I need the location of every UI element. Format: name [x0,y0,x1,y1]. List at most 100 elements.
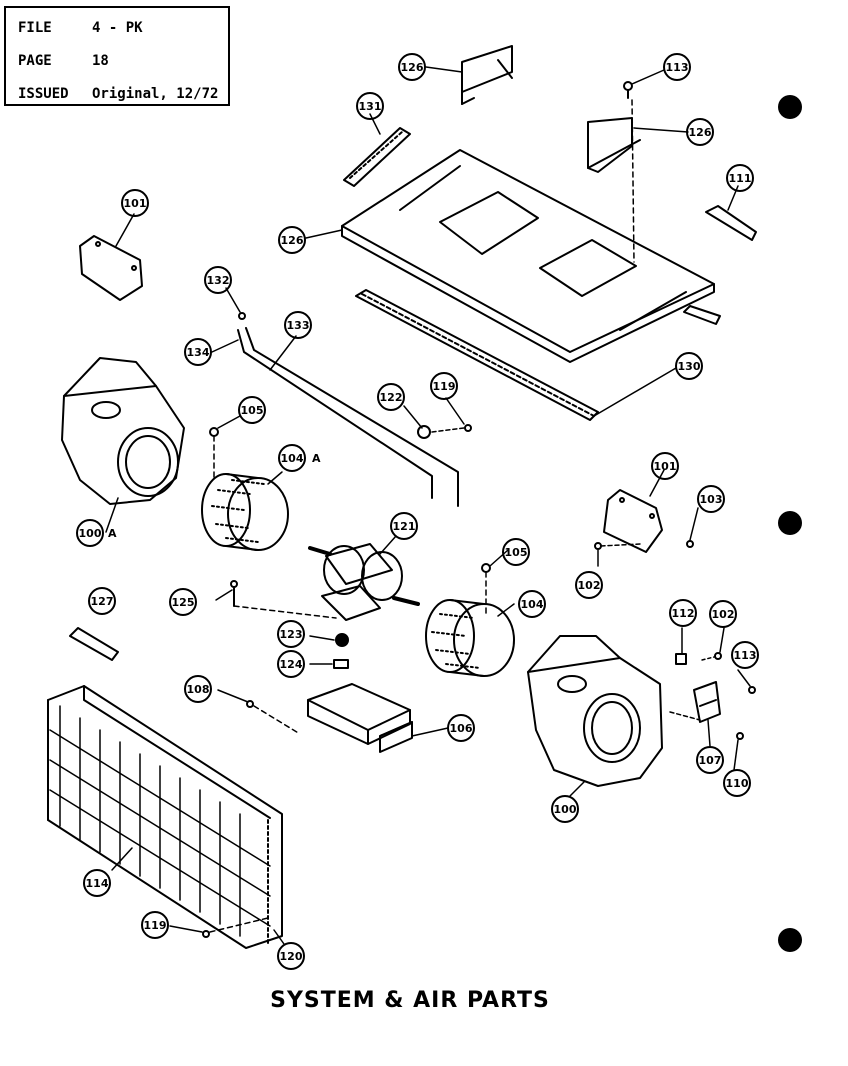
part-blower-wheel-104 [425,563,515,677]
part-motor-121 [308,543,420,621]
svg-text:126: 126 [401,61,424,74]
part-grommet-123-124 [333,633,349,669]
callout-133: 133 [284,311,312,339]
part-blower-wheel-104a [201,427,289,551]
callout-112: 112 [669,599,697,627]
callout-127: 127 [88,587,116,615]
part-screw-113-top [623,81,635,263]
callout-108: 108 [184,675,212,703]
callout-105-right: 105 [502,538,530,566]
svg-text:132: 132 [207,274,230,287]
callout-123: 123 [277,620,305,648]
svg-text:100: 100 [79,527,102,540]
svg-text:101: 101 [654,460,677,473]
callout-134: 134 [184,338,212,366]
part-clip-122 [417,424,472,439]
svg-text:105: 105 [241,404,264,417]
part-blower-housing-100 [527,635,663,787]
callout-113-right: 113 [731,641,759,669]
part-strip-130 [355,289,721,421]
callout-105-left: 105 [238,396,266,424]
diagram-caption: SYSTEM & AIR PARTS [270,988,550,1013]
callout-114: 114 [83,869,111,897]
part-bracket-126-right [587,117,641,173]
svg-text:119: 119 [144,919,167,932]
svg-text:A: A [312,452,321,465]
svg-text:126: 126 [689,126,712,139]
binder-hole-bottom [778,928,802,952]
svg-text:114: 114 [86,877,109,890]
svg-text:A: A [108,527,117,540]
svg-text:134: 134 [187,346,210,359]
svg-text:126: 126 [281,234,304,247]
svg-text:101: 101 [124,197,147,210]
callout-101-right: 101 [651,452,679,480]
svg-text:110: 110 [726,777,749,790]
part-bar-111 [705,205,757,241]
svg-text:131: 131 [359,100,382,113]
part-rod-133-134 [237,312,459,507]
callout-100a: 100 A [76,519,117,547]
svg-text:130: 130 [678,360,701,373]
svg-text:123: 123 [280,628,303,641]
svg-text:107: 107 [699,754,722,767]
callout-119-top: 119 [430,372,458,400]
callout-121: 121 [390,512,418,540]
callout-104a: 104 A [278,444,321,472]
callout-113-top: 113 [663,53,691,81]
callout-120: 120 [277,942,305,970]
svg-text:133: 133 [287,319,310,332]
svg-text:104: 104 [281,452,304,465]
part-plate-101-left [79,235,143,301]
svg-text:111: 111 [729,172,752,185]
callout-106: 106 [447,714,475,742]
callout-104: 104 [518,590,546,618]
callout-125: 125 [169,588,197,616]
part-panel-126 [341,149,715,363]
svg-text:122: 122 [380,391,403,404]
callout-124: 124 [277,650,305,678]
issued-label: ISSUED [18,86,69,102]
file-info-box: FILE 4 - PK PAGE 18 ISSUED Original, 12/… [4,6,230,106]
callout-103: 103 [697,485,725,513]
issued-value: Original, 12/72 [92,86,219,102]
callouts: 126 113 131 126 111 101 126 132 133 134 … [76,53,759,970]
svg-text:119: 119 [433,380,456,393]
part-hardware-107 [669,652,756,740]
callout-102-right: 102 [709,600,737,628]
svg-text:106: 106 [450,722,473,735]
callout-126-right: 126 [686,118,714,146]
part-strip-131 [343,127,411,187]
svg-text:104: 104 [521,598,544,611]
part-screw-119-bottom [202,917,269,938]
callout-126-panel: 126 [278,226,306,254]
part-screw-125 [230,580,337,619]
part-plate-101-right [594,489,694,553]
svg-text:125: 125 [172,596,195,609]
part-coil-114 [47,685,283,949]
svg-text:124: 124 [280,658,303,671]
file-label: FILE [18,20,52,36]
svg-text:127: 127 [91,595,114,608]
file-value: 4 - PK [92,20,143,36]
leader-lines [105,66,751,945]
svg-text:113: 113 [734,649,757,662]
svg-text:102: 102 [712,608,735,621]
binder-hole-top [778,95,802,119]
part-bracket-106 [246,683,413,753]
svg-text:121: 121 [393,520,416,533]
callout-102-left: 102 [575,571,603,599]
svg-text:103: 103 [700,493,723,506]
part-strip-127 [69,627,119,661]
svg-text:113: 113 [666,61,689,74]
part-bracket-126-top [461,45,513,105]
callout-130: 130 [675,352,703,380]
callout-119-bottom: 119 [141,911,169,939]
callout-131: 131 [356,92,384,120]
callout-111: 111 [726,164,754,192]
svg-text:108: 108 [187,683,210,696]
callout-100: 100 [551,795,579,823]
part-blower-housing-100a [61,357,185,505]
